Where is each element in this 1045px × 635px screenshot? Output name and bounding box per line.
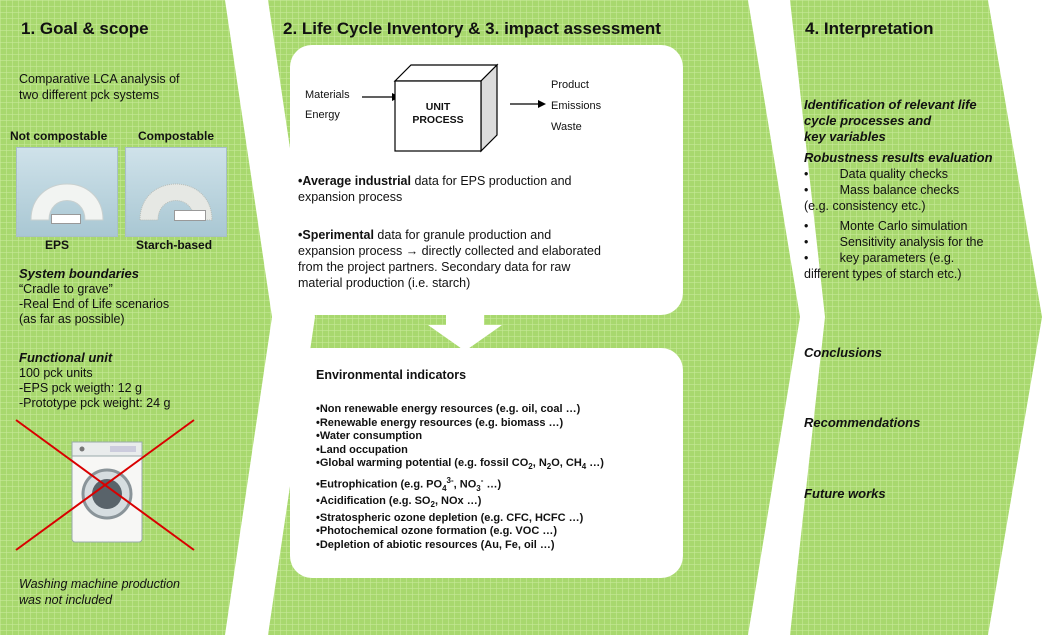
environmental-indicators-title: Environmental indicators [316,368,467,382]
indicator-item: •Non renewable energy resources (e.g. oi… [316,403,581,415]
identification-line3: key variables [804,129,886,144]
average-industrial-line1: •Average industrial data for EPS product… [298,174,572,189]
indicator-item: •Renewable energy resources (e.g. biomas… [316,416,564,429]
unit-process-box-icon [393,63,499,153]
conclusions-label: Conclusions [804,345,883,360]
indicator-item-gwp: •Global warming potential (e.g. fossil C… [316,457,604,472]
identification-line2: cycle processes and [804,113,932,128]
indicator-item-acidification: •Acidification (e.g. SO2, NOx …) [316,495,482,510]
indicator-item: •Stratospheric ozone depletion (e.g. CFC… [316,511,584,524]
robustness-item-3: • Monte Carlo simulation [804,219,968,233]
eps-arch-shape [30,183,104,221]
system-boundaries-title: System boundaries [19,266,139,281]
sperimental-rest: data for granule production and [373,228,552,242]
washing-note-line1: Washing machine production [19,577,180,591]
robustness-item-2: • Mass balance checks [804,183,960,197]
compostable-label: Compostable [138,129,215,143]
goal-intro-line1: Comparative LCA analysis of [19,72,180,86]
sperimental-line4: material production (i.e. starch) [298,276,471,290]
input-materials: Materials [305,89,350,101]
robustness-item-5: • key parameters (e.g. [804,251,955,265]
unit-process-label-line2: PROCESS [412,114,464,126]
washing-note-line2: was not included [19,593,113,607]
indicator-item: •Land occupation [316,443,408,456]
output-arrow-icon [510,100,546,108]
system-boundaries-line3: (as far as possible) [19,312,125,326]
indicator-item: •Depletion of abiotic resources (Au, Fe,… [316,538,555,551]
indicator-item-eutrophication: •Eutrophication (e.g. PO43-, NO3- …) [316,475,502,493]
robustness-item-4: • Sensitivity analysis for the [804,235,984,249]
indicator-item: •Photochemical ozone formation (e.g. VOC… [316,525,557,538]
eps-tag [51,214,81,224]
functional-unit-line1: 100 pck units [19,366,93,380]
starch-tag [174,210,206,221]
sperimental-line2: expansion process → directly collected a… [298,244,601,258]
indicator-item: •Water consumption [316,430,423,442]
sperimental-bold: •Sperimental [298,228,374,242]
goal-intro-line2: two different pck systems [19,88,160,102]
sperimental-line3: from the project partners. Secondary dat… [298,260,571,274]
functional-unit-line2: -EPS pck weigth: 12 g [19,381,142,395]
starch-packaging-image [125,147,227,237]
system-boundaries-line2: -Real End of Life scenarios [19,297,170,311]
identification-line1: Identification of relevant life [804,97,977,112]
robustness-item-5-note: different types of starch etc.) [804,267,962,281]
output-waste: Waste [551,121,582,133]
interpretation-panel [790,0,1045,635]
goal-scope-heading: 1. Goal & scope [21,19,149,38]
robustness-title: Robustness results evaluation [804,150,993,165]
average-industrial-rest: data for EPS production and [410,174,572,188]
robustness-item-1: • Data quality checks [804,167,949,181]
eps-packaging-image [16,147,118,237]
output-emissions: Emissions [551,100,602,112]
average-industrial-line2: expansion process [298,190,403,204]
starch-based-label: Starch-based [136,238,213,252]
functional-unit-title: Functional unit [19,350,113,365]
down-arrow-icon [428,305,502,351]
robustness-item-2-note: (e.g. consistency etc.) [804,199,926,213]
sperimental-line1: •Sperimental data for granule production… [298,228,551,243]
eps-label: EPS [45,238,70,252]
interpretation-chevron-shape [790,0,1042,635]
unit-process-label-line1: UNIT [425,101,451,113]
output-product: Product [551,79,589,91]
average-industrial-bold: •Average industrial [298,174,411,188]
not-compostable-label: Not compostable [10,129,108,143]
washing-machine-icon [15,419,195,551]
system-boundaries-line1: “Cradle to grave” [19,282,113,296]
functional-unit-line3: -Prototype pck weight: 24 g [19,396,171,410]
interpretation-heading: 4. Interpretation [805,19,934,38]
future-works-label: Future works [804,486,886,501]
indicator-list: •Non renewable energy resources (e.g. oi… [316,403,604,552]
inventory-heading: 2. Life Cycle Inventory & 3. impact asse… [283,19,661,38]
input-energy: Energy [305,109,340,121]
environmental-indicators-box [290,348,683,578]
washing-machine-excluded-graphic [10,414,200,554]
recommendations-label: Recommendations [804,415,921,430]
